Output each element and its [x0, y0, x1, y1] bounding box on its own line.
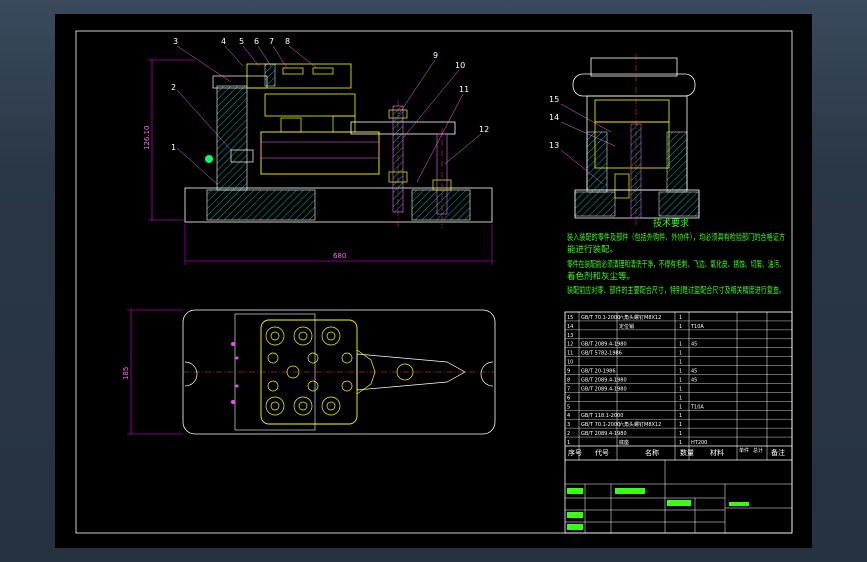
- bom-cell: GB/T 2089.4-1980: [581, 342, 627, 348]
- bom-cell: 12: [567, 342, 573, 348]
- bom-head-name: 名称: [645, 448, 659, 457]
- side-num-14: 14: [549, 113, 559, 122]
- part-num-10: 10: [455, 61, 465, 70]
- tech-line-5: 装配前应对零、部件的主要配合尺寸，特别是过盈配合尺寸及相关精度进行复查。: [567, 285, 785, 296]
- bom-cell: 1: [679, 386, 682, 392]
- bom-cell: 1: [679, 351, 682, 357]
- bom-cell: HT200: [691, 440, 707, 446]
- bom-cell: 1: [679, 422, 682, 428]
- bom-cell: 1: [679, 377, 682, 383]
- bom-cell: 1: [679, 360, 682, 366]
- bom-cell: 1: [679, 369, 682, 375]
- bom-cell: 1: [679, 404, 682, 410]
- bom-head-code: 代号: [595, 448, 609, 457]
- bom-cell: T10A: [690, 324, 704, 330]
- front-dimensions: 126.10 680: [143, 59, 493, 265]
- tech-line-3: 零件在装配前必须清理和清洗干净，不得有毛刺、飞边、氧化皮、锈蚀、切屑、油污、: [567, 259, 785, 270]
- bom-cell: 1: [679, 440, 682, 446]
- bom-cell: 10: [567, 360, 573, 366]
- bom-cell: GB/T 2089.4-1980: [581, 386, 627, 392]
- bom-cell: 六角头螺钉M8X12: [619, 314, 661, 321]
- part-num-7: 7: [269, 37, 274, 46]
- part-num-12: 12: [479, 125, 489, 134]
- part-num-5: 5: [239, 37, 244, 46]
- part-num-6: 6: [254, 37, 259, 46]
- title-block-fill: [567, 488, 749, 530]
- bom-cell: GB/T 2089.4-1980: [581, 431, 627, 437]
- bom-head-remark: 备注: [771, 448, 785, 457]
- bom-cell: 1: [679, 395, 682, 401]
- part-num-1: 1: [171, 143, 176, 152]
- part-num-8: 8: [285, 37, 290, 46]
- front-view: [184, 63, 493, 228]
- bom-cell: 2: [567, 431, 570, 437]
- bom-cell: GB/T 70.1-2000: [581, 422, 620, 428]
- tech-requirements: 技术要求 装入装配的零件及部件（包括外购件、外协件），均必须具有检验部门的合格证…: [567, 217, 785, 296]
- bom-head-material: 材料: [710, 448, 724, 457]
- dim-height: 126.10: [143, 126, 151, 151]
- bom-head-qty: 数量: [680, 448, 694, 457]
- bom-head-unit: 单件: [739, 447, 749, 454]
- bom-cell: 5: [567, 404, 570, 410]
- tech-line-1: 装入装配的零件及部件（包括外购件、外协件），均必须具有检验部门的合格证方: [567, 232, 785, 243]
- bom-cell: GB/T 20-1986: [581, 369, 616, 375]
- bom-cell: 1: [679, 431, 682, 437]
- dim-width: 680: [333, 252, 346, 260]
- bom-cell: 定位销: [619, 323, 634, 330]
- part-num-9: 9: [433, 51, 438, 60]
- bom-cell: GB/T 2089.4-1980: [581, 377, 627, 383]
- bom-cell: 六角头螺钉M8X12: [619, 421, 661, 428]
- dim-plan-height: 185: [122, 367, 130, 380]
- bom-cell: GB/T 70.1-2000: [581, 315, 620, 321]
- bom-cell: 1: [679, 413, 682, 419]
- bom-cell: 4: [567, 413, 570, 419]
- bom-cell: 1: [679, 315, 682, 321]
- bom-cell: T10A: [690, 404, 704, 410]
- bom-head-total: 总计: [753, 447, 763, 454]
- cad-drawing: 126.10 680 3 4 5 6 7 8 9 10 11 12 1 2: [75, 30, 793, 534]
- bom-cell: 6: [567, 395, 570, 401]
- front-leaders: 3 4 5 6 7 8 9 10 11 12 1 2: [171, 37, 489, 185]
- part-num-4: 4: [221, 37, 226, 46]
- tech-line-2: 能进行装配。: [567, 244, 618, 255]
- bom-cell: 1: [679, 342, 682, 348]
- bom-cell: 8: [567, 377, 570, 383]
- bom-cell: 13: [567, 333, 573, 339]
- part-num-11: 11: [459, 85, 469, 94]
- bom-cell: 1: [567, 440, 570, 446]
- bom-cell: GB/T 5782-1986: [581, 351, 622, 357]
- bom-cell: 1: [679, 324, 682, 330]
- bom-cell: 9: [567, 369, 570, 375]
- bom-cell: 15: [567, 315, 573, 321]
- tech-line-4: 着色剂和灰尘等。: [567, 271, 635, 282]
- title-block: [565, 460, 792, 533]
- bom-cell: 11: [567, 351, 573, 357]
- bom-cell: 45: [691, 342, 697, 348]
- side-num-15: 15: [549, 95, 559, 104]
- bom-head-no: 序号: [568, 448, 582, 457]
- tech-title: 技术要求: [653, 217, 689, 229]
- top-view: 185: [122, 309, 496, 435]
- bom-cell: GB/T 118.1-2000: [581, 413, 623, 419]
- bom-cell: 3: [567, 422, 570, 428]
- bom-cell: 7: [567, 386, 570, 392]
- drawing-frame: [75, 30, 793, 534]
- bom-cell: 45: [691, 369, 697, 375]
- drawing-sheet: 126.10 680 3 4 5 6 7 8 9 10 11 12 1 2: [55, 14, 812, 548]
- side-num-13: 13: [549, 141, 559, 150]
- bom-cell: 14: [567, 324, 573, 330]
- side-view: 15 14 13: [549, 54, 700, 226]
- bom-cell: 45: [691, 377, 697, 383]
- part-num-2: 2: [171, 83, 176, 92]
- part-num-3: 3: [173, 37, 178, 46]
- bom-cell: 底座: [619, 439, 629, 446]
